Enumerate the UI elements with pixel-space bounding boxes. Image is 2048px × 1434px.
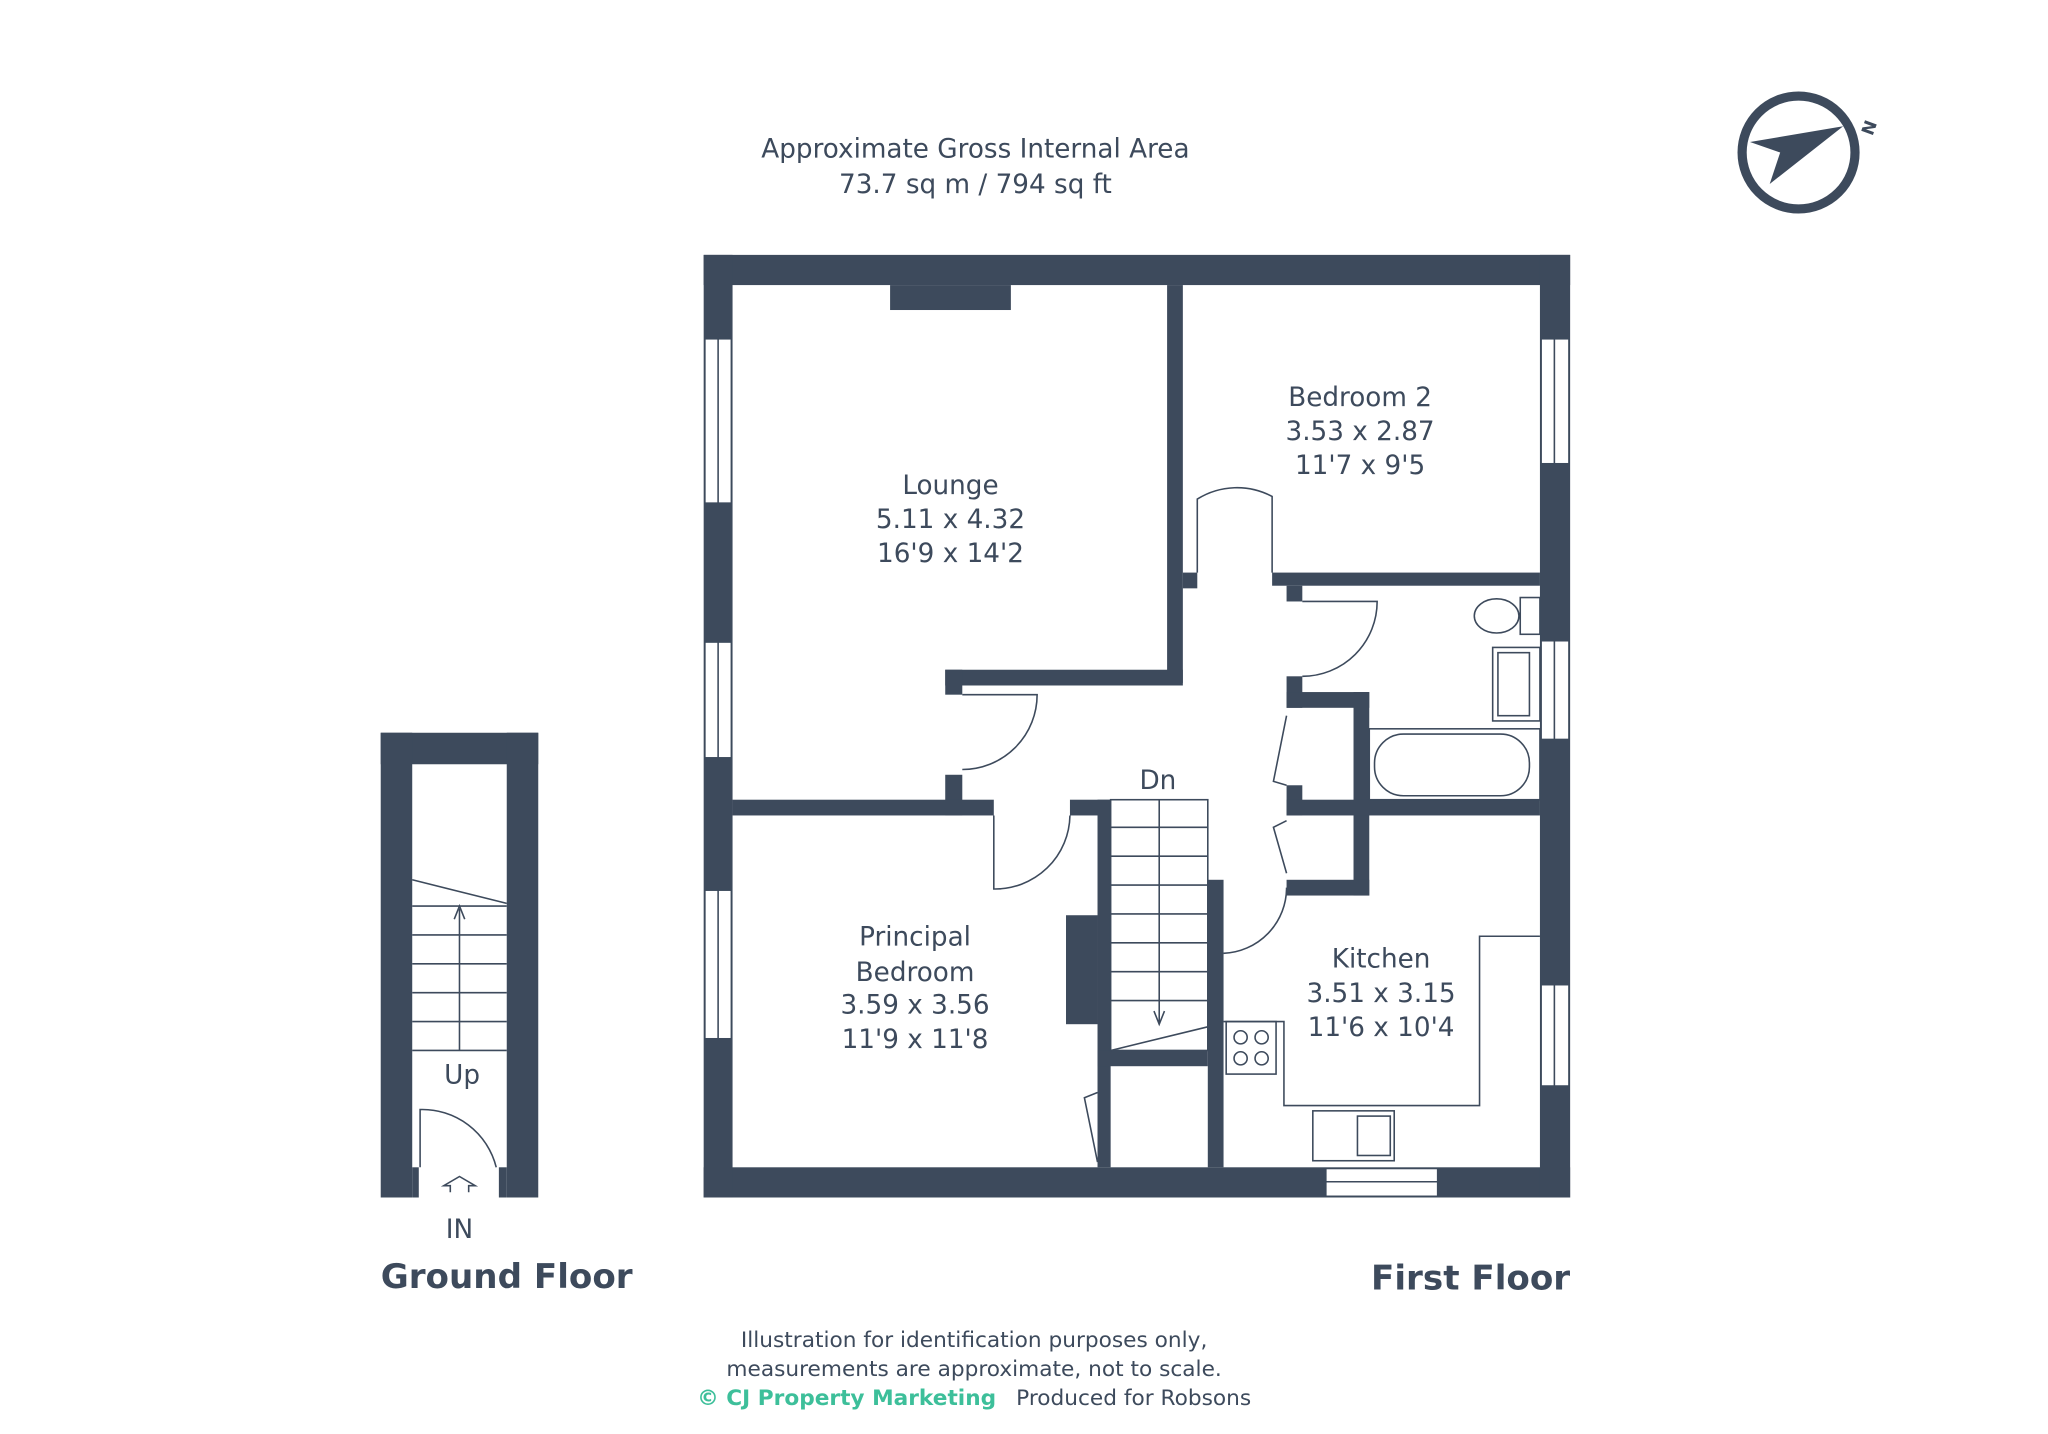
room-size-metric: 3.51 x 3.15 — [1307, 979, 1456, 1009]
staircase-first — [1109, 798, 1209, 1052]
doors — [962, 486, 1378, 1163]
stairs-up-label: Up — [444, 1060, 480, 1090]
disclaimer-line-1: Illustration for identification purposes… — [741, 1328, 1207, 1353]
staircase-ground — [412, 879, 507, 1193]
compass-north-label: N — [1858, 118, 1882, 138]
room-size-metric: 5.11 x 4.32 — [876, 505, 1025, 535]
first-floor-walls — [703, 254, 1571, 1198]
area-value: 73.7 sq m / 794 sq ft — [839, 170, 1112, 200]
ground-floor-title: Ground Floor — [381, 1257, 633, 1297]
windows — [704, 338, 1570, 1197]
area-title: Approximate Gross Internal Area — [761, 135, 1189, 165]
room-lounge: Lounge 5.11 x 4.32 16'9 x 14'2 — [876, 471, 1025, 569]
room-name: Principal — [859, 922, 971, 952]
ground-floor-walls — [380, 732, 539, 1198]
entrance-arrow-icon — [440, 1175, 479, 1193]
room-name: Bedroom 2 — [1288, 383, 1432, 413]
room-size-imperial: 11'6 x 10'4 — [1308, 1013, 1455, 1043]
stairs-down-label: Dn — [1139, 766, 1176, 796]
room-size-imperial: 16'9 x 14'2 — [877, 539, 1024, 569]
room-name: Kitchen — [1332, 945, 1431, 975]
disclaimer-line-2: measurements are approximate, not to sca… — [726, 1357, 1221, 1382]
first-floor-title: First Floor — [1371, 1258, 1570, 1298]
bathroom-fixtures — [1368, 596, 1541, 801]
room-name: Bedroom — [856, 958, 975, 988]
room-principal-bedroom: Principal Bedroom 3.59 x 3.56 11'9 x 11'… — [840, 922, 989, 1054]
kitchen-fixtures — [1223, 935, 1540, 1162]
entrance-label: IN — [446, 1215, 473, 1245]
room-size-metric: 3.59 x 3.56 — [840, 991, 989, 1021]
room-size-imperial: 11'9 x 11'8 — [842, 1025, 989, 1055]
room-kitchen: Kitchen 3.51 x 3.15 11'6 x 10'4 — [1307, 945, 1456, 1043]
room-name: Lounge — [902, 471, 998, 501]
compass-icon: N — [1737, 91, 1882, 214]
brand-credit: © CJ Property Marketing — [697, 1386, 996, 1411]
room-size-imperial: 11'7 x 9'5 — [1295, 451, 1425, 481]
credit-line: © CJ Property Marketing Produced for Rob… — [697, 1386, 1251, 1411]
room-bedroom-2: Bedroom 2 3.53 x 2.87 11'7 x 9'5 — [1286, 383, 1435, 481]
produced-for: Produced for Robsons — [1016, 1386, 1251, 1411]
room-size-metric: 3.53 x 2.87 — [1286, 417, 1435, 447]
